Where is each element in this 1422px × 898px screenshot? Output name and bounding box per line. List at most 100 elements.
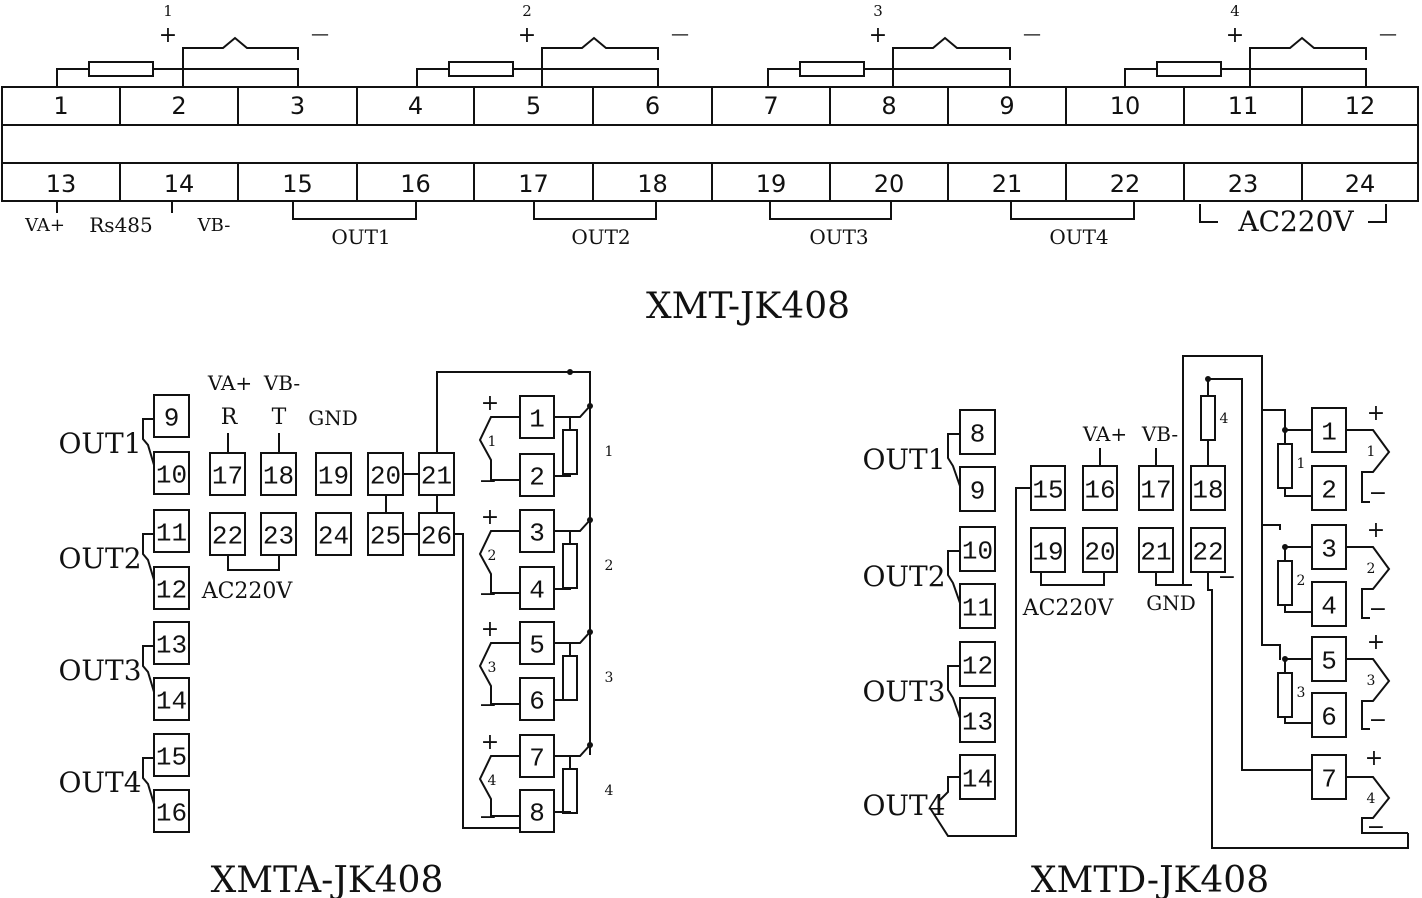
terminal-7-label: 7	[1321, 764, 1337, 794]
terminal-3-label: 3	[1321, 534, 1337, 564]
terminal-18-label: 18	[1192, 475, 1223, 505]
tc-minus: −	[1367, 815, 1385, 840]
terminal-bottom-19: 19	[756, 170, 787, 198]
out-label: OUT1	[331, 225, 390, 249]
terminal-bottom-16: 16	[400, 170, 431, 198]
ch-wire	[182, 36, 299, 87]
tc-plus: +	[1367, 401, 1385, 426]
terminal-top-8: 8	[881, 92, 896, 120]
terminal-top-5: 5	[526, 92, 541, 120]
out-label: OUT1	[58, 427, 141, 460]
model-xmtd: XMTD-JK408	[1031, 860, 1269, 898]
out-label: OUT4	[58, 766, 141, 799]
terminal-top-9: 9	[999, 92, 1014, 120]
terminal-bottom-21: 21	[992, 170, 1023, 198]
out-label: OUT1	[862, 443, 945, 476]
resistor	[562, 543, 578, 589]
terminal-16-label: 16	[156, 798, 187, 828]
resistor	[1277, 443, 1293, 489]
terminal-2	[1311, 465, 1347, 511]
rtd-wire	[1284, 658, 1312, 673]
terminal-top-1: 1	[53, 92, 68, 120]
ac-bracket	[1040, 572, 1105, 586]
junction-dot	[1282, 656, 1288, 662]
out-label: OUT3	[809, 225, 868, 249]
terminal-top-4: 4	[408, 92, 423, 120]
rtd-wire	[554, 811, 571, 813]
label-vb: VB-	[1141, 422, 1178, 446]
terminal-12	[959, 641, 996, 687]
terminal-19	[315, 452, 352, 496]
tc-num: 3	[1367, 673, 1376, 689]
terminal-7-label: 7	[529, 743, 545, 773]
terminal-13	[153, 621, 190, 665]
junction-dot	[587, 403, 593, 409]
relay-contact	[947, 433, 961, 497]
out-wire	[533, 201, 657, 220]
terminal-26	[418, 512, 455, 556]
resistor	[1277, 560, 1293, 606]
rtd-num: 3	[605, 670, 614, 686]
terminal-6-label: 6	[529, 686, 545, 716]
junction-dot	[587, 742, 593, 748]
resistor	[1277, 672, 1293, 718]
xmt-terminal-strip: 1132143154165176187198209211022112312241…	[1, 2, 1419, 327]
terminal-8	[959, 409, 996, 455]
out-label: OUT3	[58, 654, 141, 687]
out-wire	[769, 201, 892, 220]
terminal-6	[1311, 692, 1347, 738]
resistor	[1156, 61, 1222, 77]
label-va: VA+	[24, 215, 65, 236]
out-wire	[1010, 201, 1135, 220]
comm-vb: VB-	[263, 371, 300, 395]
terminal-19	[1030, 527, 1066, 573]
terminal-3	[519, 509, 555, 553]
terminal-20-label: 20	[1084, 537, 1115, 567]
tc-minus: −	[479, 469, 497, 494]
ac-label: AC220V	[201, 579, 294, 604]
rtd-num: 3	[1297, 685, 1306, 701]
terminal-15	[153, 733, 190, 777]
terminal-3	[1311, 524, 1347, 570]
terminal-7	[519, 734, 555, 778]
model-xmta: XMTA-JK408	[211, 860, 444, 898]
ch-wire	[1221, 68, 1367, 87]
label-va: VA+	[1082, 422, 1127, 446]
rtd-wire	[554, 642, 571, 656]
tc-num: 2	[488, 548, 497, 564]
resistor	[562, 429, 578, 475]
terminal-1	[519, 395, 555, 439]
rtd-wire	[570, 405, 591, 418]
terminal-26-label: 26	[421, 521, 452, 551]
relay-contact	[142, 757, 155, 820]
rtd-num: 1	[1297, 456, 1306, 472]
label-ac220v: AC220V	[1237, 205, 1354, 238]
terminal-10-label: 10	[962, 536, 993, 566]
tc-minus: −	[479, 693, 497, 718]
ac-bracket	[1199, 204, 1218, 223]
terminal-15	[1030, 465, 1066, 511]
terminal-21-label: 21	[421, 461, 452, 491]
out-label: OUT2	[862, 560, 945, 593]
channel-plus: +	[159, 23, 177, 48]
junction-dot	[587, 517, 593, 523]
xmtd-diagram: 89OUT11011OUT21213OUT314OUT4151916201721…	[862, 355, 1409, 898]
tc-plus: +	[481, 391, 499, 416]
tc-minus: −	[1369, 481, 1387, 506]
rtd-wire	[570, 519, 591, 532]
channel-minus: —	[1023, 24, 1041, 45]
relay-contact	[142, 645, 155, 708]
terminal-13-label: 13	[156, 630, 187, 660]
terminal-9	[153, 394, 190, 438]
terminal-bottom-23: 23	[1228, 170, 1259, 198]
tc-lead	[1346, 546, 1391, 619]
channel-number: 4	[1230, 2, 1240, 20]
channel-plus: +	[518, 23, 536, 48]
terminal-21	[1138, 527, 1174, 573]
relay-contact	[947, 550, 961, 614]
ch-wire	[1124, 68, 1157, 87]
res4-num: 4	[1220, 411, 1229, 427]
rtd-wire	[1284, 717, 1312, 724]
terminal-1-label: 1	[529, 404, 545, 434]
terminal-7	[1311, 754, 1347, 800]
